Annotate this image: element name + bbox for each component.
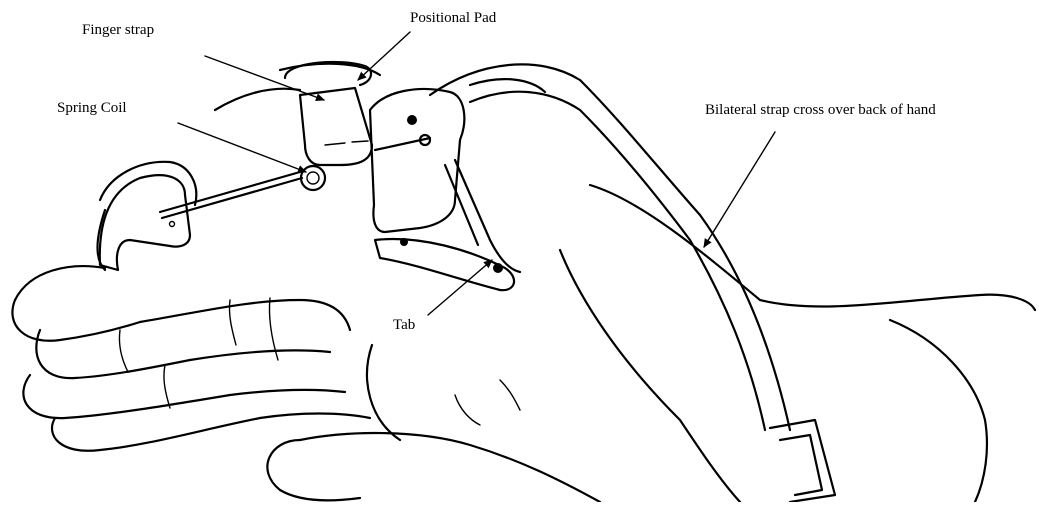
- finger-strap-label: Finger strap: [82, 23, 154, 38]
- spring-coil-label: Spring Coil: [57, 101, 127, 116]
- hand-drawing: [12, 64, 1035, 502]
- tab-label: Tab: [393, 318, 415, 333]
- leader-lines: [178, 32, 775, 315]
- positional-pad-label: Positional Pad: [410, 11, 496, 26]
- finger-strap-leader: [205, 56, 324, 100]
- bilateral-strap-leader: [704, 132, 775, 247]
- positional-pad-leader: [358, 32, 410, 80]
- tab-leader: [428, 260, 492, 315]
- spring-coil-leader: [178, 123, 306, 172]
- bilateral-strap-label: Bilateral strap cross over back of hand: [705, 103, 936, 118]
